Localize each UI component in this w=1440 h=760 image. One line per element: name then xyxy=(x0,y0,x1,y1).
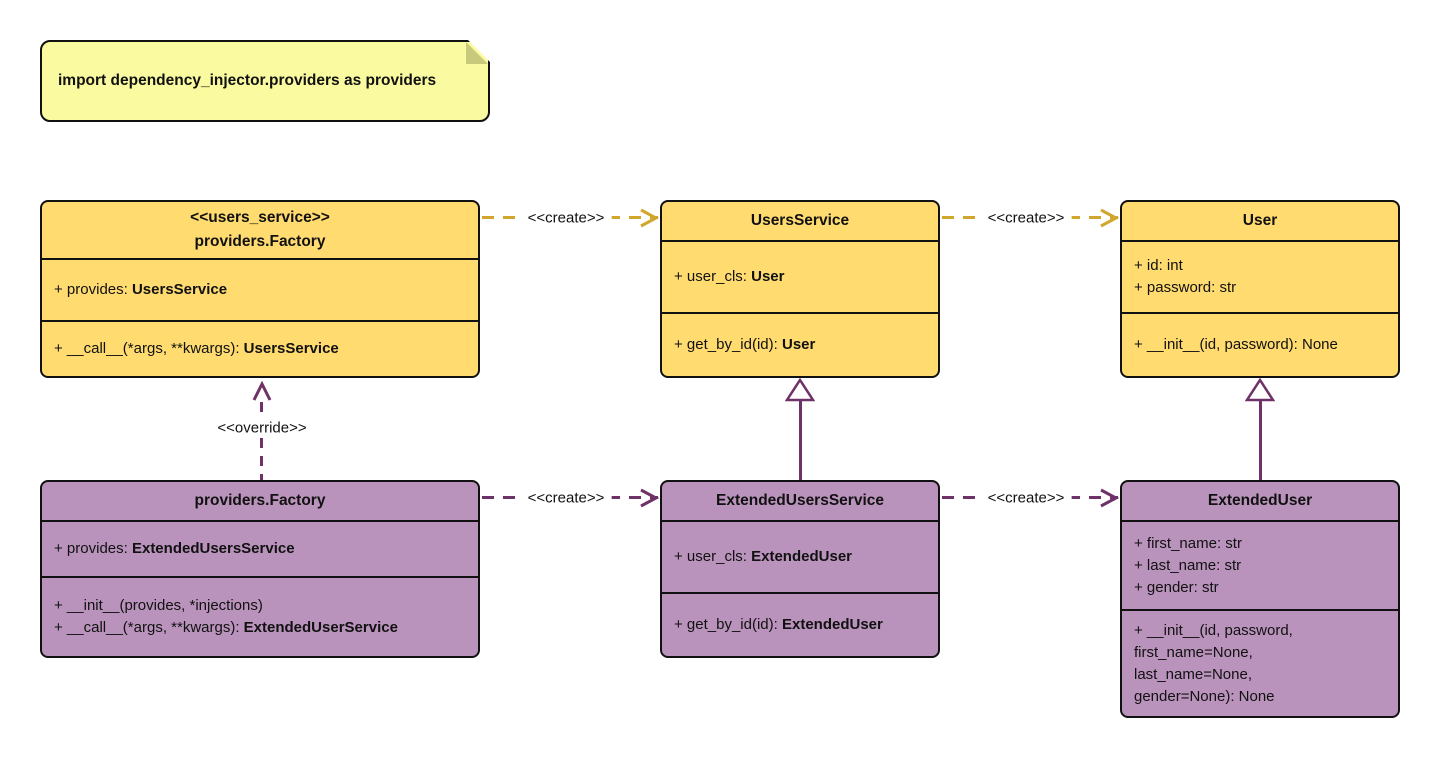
class-header: User xyxy=(1122,202,1398,240)
member-line: + user_cls: ExtendedUser xyxy=(674,548,852,565)
member-line: + __init__(id, password): None xyxy=(1134,336,1338,353)
create-arrowhead-icon xyxy=(1100,488,1120,508)
class-box-user: User + id: int + password: str + __init__… xyxy=(1120,200,1400,378)
attributes-section: + provides: UsersService xyxy=(42,258,478,320)
solid-line xyxy=(1259,401,1262,480)
class-name: providers.Factory xyxy=(194,492,326,509)
class-header: providers.Factory xyxy=(42,482,478,520)
methods-section: + __init__(id, password, first_name=None,… xyxy=(1122,609,1398,716)
class-name: ExtendedUsersService xyxy=(715,492,884,509)
member-line: + get_by_id(id): User xyxy=(674,336,816,353)
attributes-section: + user_cls: User xyxy=(662,240,938,312)
member-line: + first_name: str xyxy=(1134,534,1242,552)
class-box-factory-users-service: <<users_service>> providers.Factory + pr… xyxy=(40,200,480,378)
member-line: + password: str xyxy=(1134,279,1237,296)
create-arrowhead-icon xyxy=(640,208,660,228)
attributes-section: + id: int + password: str xyxy=(1122,240,1398,312)
create-arrowhead-icon xyxy=(1100,208,1120,228)
member-line: + id: int xyxy=(1134,257,1183,274)
member-line: + last_name: str xyxy=(1134,556,1242,574)
class-name: User xyxy=(1242,212,1278,229)
methods-section: + __init__(provides, *injections) + __cal… xyxy=(42,576,478,656)
member-line: + provides: UsersService xyxy=(54,281,228,298)
class-name: UsersService xyxy=(750,212,850,229)
class-name: providers.Factory xyxy=(194,233,326,250)
class-name: ExtendedUser xyxy=(1207,492,1313,509)
member-line: + provides: ExtendedUsersService xyxy=(54,540,295,557)
note-text: import dependency_injector.providers as … xyxy=(58,72,437,89)
class-header: UsersService xyxy=(662,202,938,240)
member-line: + __init__(id, password, xyxy=(1134,621,1293,639)
member-line: first_name=None, xyxy=(1134,643,1253,661)
create-label: <<create>> xyxy=(980,488,1072,508)
member-line: + __init__(provides, *injections) xyxy=(54,597,263,614)
class-stereotype: <<users_service>> xyxy=(190,209,330,226)
methods-section: + get_by_id(id): ExtendedUser xyxy=(662,592,938,656)
class-box-factory-extended: providers.Factory + provides: ExtendedUs… xyxy=(40,480,480,658)
create-arrowhead-icon xyxy=(640,488,660,508)
inheritance-triangle-icon xyxy=(1245,378,1275,402)
override-arrowhead-icon xyxy=(252,381,272,401)
class-header: ExtendedUsersService xyxy=(662,482,938,520)
create-label: <<create>> xyxy=(980,208,1072,228)
member-line: + __call__(*args, **kwargs): ExtendedUse… xyxy=(54,619,398,636)
attributes-section: + user_cls: ExtendedUser xyxy=(662,520,938,592)
attributes-section: + first_name: str + last_name: str + gende… xyxy=(1122,520,1398,609)
member-line: + gender: str xyxy=(1134,578,1219,596)
solid-line xyxy=(799,401,802,480)
class-box-extended-users-service: ExtendedUsersService + user_cls: Extende… xyxy=(660,480,940,658)
create-label: <<create>> xyxy=(520,488,612,508)
dashed-line xyxy=(260,402,263,480)
attributes-section: + provides: ExtendedUsersService xyxy=(42,520,478,576)
member-line: gender=None): None xyxy=(1134,687,1275,705)
member-line: + user_cls: User xyxy=(674,268,785,285)
inheritance-triangle-icon xyxy=(785,378,815,402)
create-label: <<create>> xyxy=(520,208,612,228)
override-label: <<override>> xyxy=(210,418,314,438)
note: import dependency_injector.providers as … xyxy=(40,40,490,122)
note-fold-icon xyxy=(466,42,488,64)
class-box-users-service: UsersService + user_cls: User + get_by_i… xyxy=(660,200,940,378)
methods-section: + __call__(*args, **kwargs): UsersServic… xyxy=(42,320,478,376)
methods-section: + __init__(id, password): None xyxy=(1122,312,1398,376)
member-line: + get_by_id(id): ExtendedUser xyxy=(674,616,883,633)
member-line: + __call__(*args, **kwargs): UsersServic… xyxy=(54,340,339,357)
class-header: <<users_service>> providers.Factory xyxy=(42,202,478,258)
methods-section: + get_by_id(id): User xyxy=(662,312,938,376)
class-header: ExtendedUser xyxy=(1122,482,1398,520)
member-line: last_name=None, xyxy=(1134,665,1252,683)
class-box-extended-user: ExtendedUser + first_name: str + last_nam… xyxy=(1120,480,1400,718)
